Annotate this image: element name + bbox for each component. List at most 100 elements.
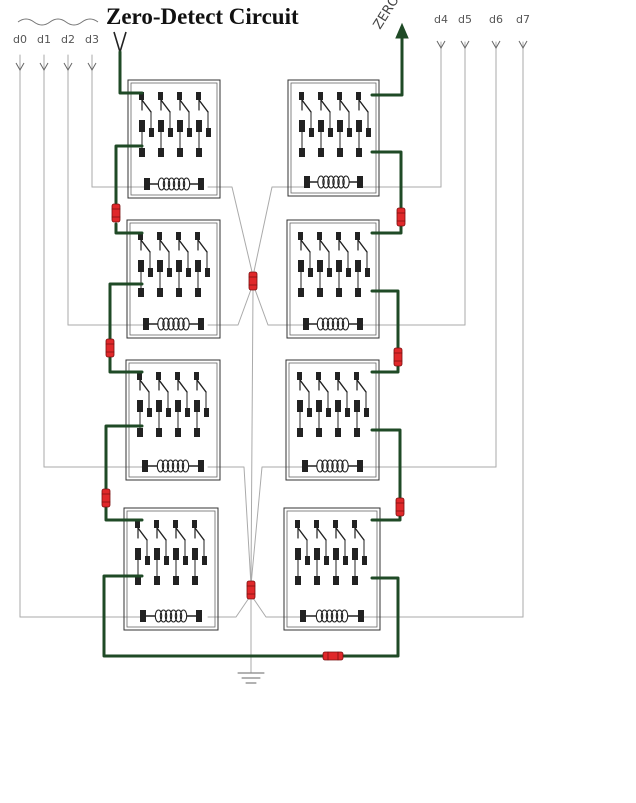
contact-terminal [157, 260, 163, 272]
input-arrow-icon [518, 40, 528, 50]
relay-frame [125, 359, 221, 481]
switch-blade [198, 99, 209, 113]
coil-winding [321, 459, 329, 473]
switch-blade [196, 379, 207, 393]
contact-terminal [196, 148, 202, 157]
switch-blade [175, 527, 186, 541]
coil-terminal [358, 610, 364, 622]
contact-terminal [336, 288, 342, 297]
coil-winding [157, 177, 166, 191]
label-brace [17, 18, 99, 26]
contact-terminal [156, 428, 162, 437]
input-arrow-icon [63, 62, 73, 72]
input-arrow-icon [460, 40, 470, 50]
coil-winding [316, 317, 325, 331]
contact-terminal [326, 408, 331, 417]
coil-terminal [196, 610, 202, 622]
switch-blade [316, 527, 327, 541]
contact-terminal [156, 372, 161, 380]
resistor [246, 580, 256, 600]
contact-terminal [138, 232, 143, 240]
contact-terminal [187, 128, 192, 137]
contact-terminal [295, 576, 301, 585]
contact-terminal [352, 576, 358, 585]
coil-winding [157, 317, 165, 331]
contact-terminal [298, 260, 304, 272]
switch-blade [318, 379, 329, 393]
switch-blade [158, 379, 169, 393]
contact-terminal [314, 520, 319, 528]
chain-wire [370, 289, 400, 350]
contact-terminal [317, 260, 323, 272]
contact-terminal [297, 372, 302, 380]
switch-blade [140, 239, 151, 253]
coil-winding [337, 175, 345, 189]
contact-terminal [195, 232, 200, 240]
coil-winding [177, 317, 185, 331]
contact-terminal [148, 268, 153, 277]
coil-winding [154, 609, 163, 623]
switch-blade [194, 527, 205, 541]
contact-terminal [175, 372, 180, 380]
relay [285, 359, 380, 481]
coil-return-line [207, 283, 254, 326]
resistors [101, 203, 406, 661]
switch-blade [160, 99, 171, 113]
contact-terminal [327, 268, 332, 277]
coil-winding [162, 177, 171, 191]
switch-blade [139, 379, 150, 393]
contact-terminal [354, 428, 360, 437]
chain-wire [341, 576, 400, 658]
contact-terminal [157, 288, 163, 297]
coil-winding [166, 459, 175, 473]
contact-terminal [166, 408, 171, 417]
input-label-right: d4 [434, 13, 448, 26]
coil-terminal [198, 460, 204, 472]
contact-terminal [137, 400, 143, 412]
switch-blade [301, 99, 312, 113]
input-arrow-icon [436, 40, 446, 50]
coil-winding [326, 459, 334, 473]
contact-terminal [298, 232, 303, 240]
chain-wire [114, 222, 144, 235]
chain-wire [114, 144, 144, 205]
relay-chain-wires [102, 22, 409, 658]
switch-blade [357, 239, 368, 253]
coil-winding [315, 609, 324, 623]
coil-return-line [252, 283, 306, 326]
contact-terminal [328, 128, 333, 137]
relay [287, 79, 380, 197]
contact-terminal [173, 576, 179, 585]
contact-terminal [336, 260, 342, 272]
relay-frame-inner [130, 82, 218, 196]
contact-terminal [355, 260, 361, 272]
contact-terminal [149, 128, 154, 137]
coil-winding [179, 609, 188, 623]
relay-frame-inner [290, 82, 377, 194]
coil-return-line [250, 466, 306, 586]
coil-terminal [302, 460, 308, 472]
coil-return-line [252, 186, 306, 277]
coil-winding [330, 609, 339, 623]
switch-blade [339, 99, 350, 113]
contact-terminal [176, 232, 181, 240]
contact-terminal [354, 400, 360, 412]
switch-blade [338, 239, 349, 253]
contact-terminal [177, 148, 183, 157]
contact-terminal [196, 92, 201, 100]
chain-wire [104, 505, 144, 522]
coil-terminal [144, 178, 150, 190]
page-title: Zero-Detect Circuit [106, 4, 299, 29]
coil-terminal [142, 460, 148, 472]
relay-frame [285, 359, 380, 481]
relay-frame-inner [286, 510, 378, 628]
contact-terminal [137, 428, 143, 437]
input-label-left: d3 [85, 33, 99, 46]
contact-terminal [194, 372, 199, 380]
coil-winding [161, 459, 170, 473]
relay [127, 79, 221, 199]
output-arrow-icon [395, 22, 409, 39]
coil-winding [326, 317, 335, 331]
